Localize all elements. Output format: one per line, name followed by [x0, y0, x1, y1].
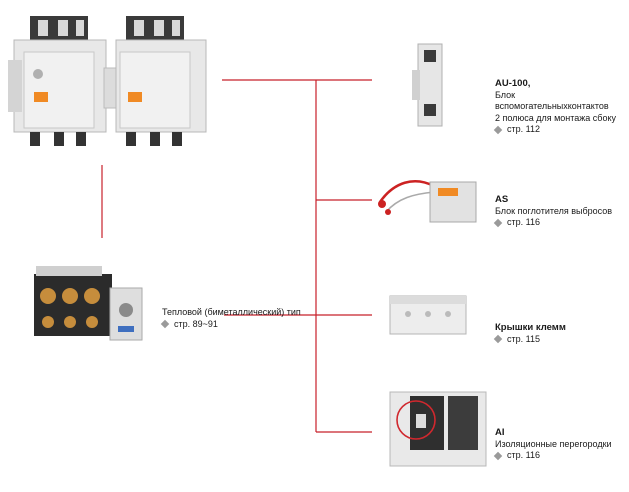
relay-page-ref: стр. 89~91	[160, 318, 301, 331]
page-reference-icon	[160, 320, 170, 329]
accessory-ai: AI Изоляционные перегородки стр. 116	[493, 427, 612, 462]
accessory-line: Блок вспомогательныхконтактов	[495, 89, 609, 112]
insulation-barrier-icon	[389, 391, 487, 467]
page-reference-icon	[493, 125, 503, 134]
page-reference-icon	[493, 218, 503, 227]
accessory-page: стр. 116	[507, 217, 540, 227]
contactor-pair-icon	[8, 16, 207, 146]
relay-page: стр. 89~91	[174, 318, 218, 329]
accessory-page: стр. 115	[507, 333, 540, 344]
thermal-overload-relay-icon	[34, 266, 143, 341]
terminal-cover-icon	[389, 295, 467, 335]
accessory-line: Блок поглотителя выбросов	[495, 205, 613, 216]
page-reference-icon	[493, 335, 503, 344]
accessory-line: 2 полюса для монтажа сбоку	[495, 112, 616, 123]
accessory-title: AI	[495, 427, 505, 438]
insulation-barrier	[382, 388, 488, 470]
accessory-title: AU-100,	[495, 78, 531, 89]
accessory-line: Изоляционные перегородки	[495, 438, 612, 449]
accessory-as: AS Блок поглотителя выбросов стр. 116	[493, 194, 613, 229]
accessory-page: стр. 112	[507, 124, 540, 134]
relay-description: Тепловой (биметаллический) тип	[162, 307, 301, 317]
accessory-terminal-covers: Крышки клемм стр. 115	[493, 322, 566, 346]
accessory-title: Крышки клемм	[495, 322, 566, 333]
accessory-page-ref: стр. 112	[493, 124, 629, 136]
accessory-au100: AU-100, Блок вспомогательныхконтактов 2 …	[493, 78, 629, 136]
page-reference-icon	[493, 451, 503, 460]
contactor-pair	[8, 12, 213, 152]
auxiliary-contact-block-icon	[412, 43, 443, 127]
accessory-page-ref: стр. 115	[493, 333, 566, 346]
accessory-page-ref: стр. 116	[493, 450, 612, 462]
surge-absorber-icon	[378, 180, 477, 223]
auxiliary-contact-block	[410, 40, 450, 130]
surge-absorber	[374, 162, 490, 234]
relay-label: Тепловой (биметаллический) тип стр. 89~9…	[160, 307, 301, 331]
accessory-title: AS	[495, 194, 509, 205]
thermal-overload-relay	[26, 266, 154, 348]
accessory-page: стр. 116	[507, 450, 540, 460]
terminal-cover	[384, 290, 474, 342]
accessory-page-ref: стр. 116	[493, 217, 612, 229]
